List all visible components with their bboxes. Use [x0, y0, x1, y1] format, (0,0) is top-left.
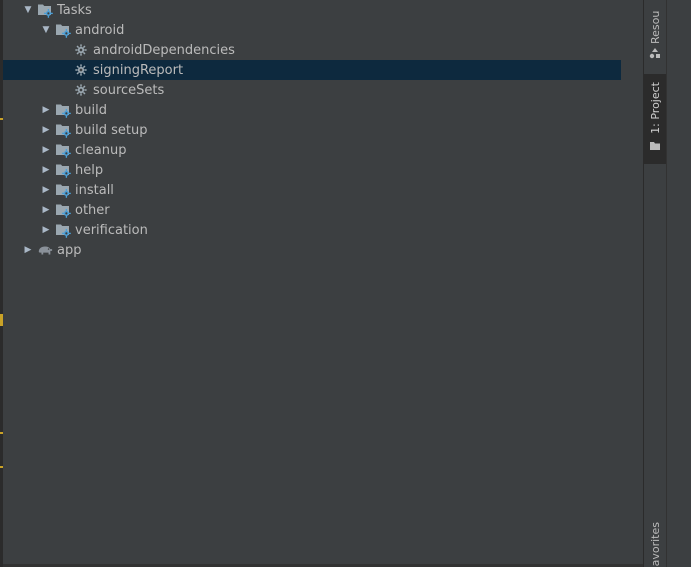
folder-gear-icon — [55, 202, 71, 218]
folder-gear-icon — [55, 22, 71, 38]
gutter-marker — [0, 466, 3, 468]
tree-row-label: other — [75, 202, 110, 218]
folder-gear-icon — [55, 102, 71, 118]
folder-gear-icon — [55, 182, 71, 198]
gutter-marker — [0, 314, 3, 326]
gutter-marker — [0, 432, 3, 434]
tool-tab-column: Resou 1: Project avorites — [644, 0, 667, 567]
tree-row-label: build — [75, 102, 107, 118]
project-tab[interactable]: 1: Project — [644, 74, 666, 164]
tree-row-tasks[interactable]: ▼ Tasks — [3, 0, 621, 20]
tree-row-help[interactable]: ▶ help — [3, 160, 621, 180]
folder-gear-icon — [55, 122, 71, 138]
tree-row-app[interactable]: ▶ app — [3, 240, 621, 260]
tree-row-label: verification — [75, 222, 148, 238]
collapse-arrow-icon[interactable]: ▶ — [42, 225, 50, 235]
tree-row-androiddependencies[interactable]: androidDependencies — [3, 40, 621, 60]
tree-row-label: android — [75, 22, 125, 38]
resource-manager-icon — [649, 47, 661, 62]
gutter-marker — [0, 118, 3, 120]
gear-icon — [73, 42, 89, 58]
expand-arrow-icon[interactable]: ▼ — [42, 25, 50, 35]
tree-row-cleanup[interactable]: ▶ cleanup — [3, 140, 621, 160]
tree-arrow-spacer — [57, 40, 71, 60]
tree-row-build[interactable]: ▶ build — [3, 100, 621, 120]
project-tab-label: 1: Project — [648, 82, 662, 134]
collapse-arrow-icon[interactable]: ▶ — [42, 125, 50, 135]
collapse-arrow-icon[interactable]: ▶ — [42, 205, 50, 215]
tree-row-sourcesets[interactable]: sourceSets — [3, 80, 621, 100]
collapse-arrow-icon[interactable]: ▶ — [42, 185, 50, 195]
strip-background — [667, 0, 691, 567]
tree-arrow-spacer — [57, 60, 71, 80]
resource-manager-tab[interactable]: Resou — [644, 0, 666, 62]
tree-row-label: app — [57, 242, 82, 258]
gear-icon — [73, 62, 89, 78]
panel-bottom-border — [3, 564, 643, 567]
tree-arrow-spacer — [57, 80, 71, 100]
expand-arrow-icon[interactable]: ▼ — [24, 5, 32, 15]
folder-icon — [649, 140, 661, 154]
tree-row-label: androidDependencies — [93, 42, 235, 58]
tree-row-verification[interactable]: ▶ verification — [3, 220, 621, 240]
right-tool-window-strip: Resou 1: Project avorites — [643, 0, 691, 567]
tree-row-label: build setup — [75, 122, 148, 138]
tree-row-label: Tasks — [57, 2, 92, 18]
resource-manager-tab-label: Resou — [648, 10, 662, 44]
folder-gear-icon — [55, 142, 71, 158]
tree-row-build-setup[interactable]: ▶ build setup — [3, 120, 621, 140]
gradle-task-tree[interactable]: ▼ Tasks ▼ android androidDependencies signing… — [3, 0, 643, 567]
folder-gear-icon — [55, 162, 71, 178]
gear-icon — [73, 82, 89, 98]
collapse-arrow-icon[interactable]: ▶ — [24, 245, 32, 255]
tree-row-install[interactable]: ▶ install — [3, 180, 621, 200]
folder-gear-icon — [55, 222, 71, 238]
collapse-arrow-icon[interactable]: ▶ — [42, 145, 50, 155]
gradle-elephant-icon — [37, 242, 53, 258]
tree-row-label: sourceSets — [93, 82, 165, 98]
tree-row-label: signingReport — [93, 62, 184, 78]
collapse-arrow-icon[interactable]: ▶ — [42, 165, 50, 175]
editor-gutter — [0, 0, 3, 567]
folder-gear-icon — [37, 2, 53, 18]
collapse-arrow-icon[interactable]: ▶ — [42, 105, 50, 115]
tree-row-label: cleanup — [75, 142, 127, 158]
tree-row-android[interactable]: ▼ android — [3, 20, 621, 40]
favorites-tab[interactable]: avorites — [644, 522, 666, 567]
tree-row-label: help — [75, 162, 104, 178]
tree-row-label: install — [75, 182, 114, 198]
tree-row-signingreport[interactable]: signingReport — [3, 60, 621, 80]
tree-row-other[interactable]: ▶ other — [3, 200, 621, 220]
favorites-tab-label: avorites — [648, 522, 662, 567]
